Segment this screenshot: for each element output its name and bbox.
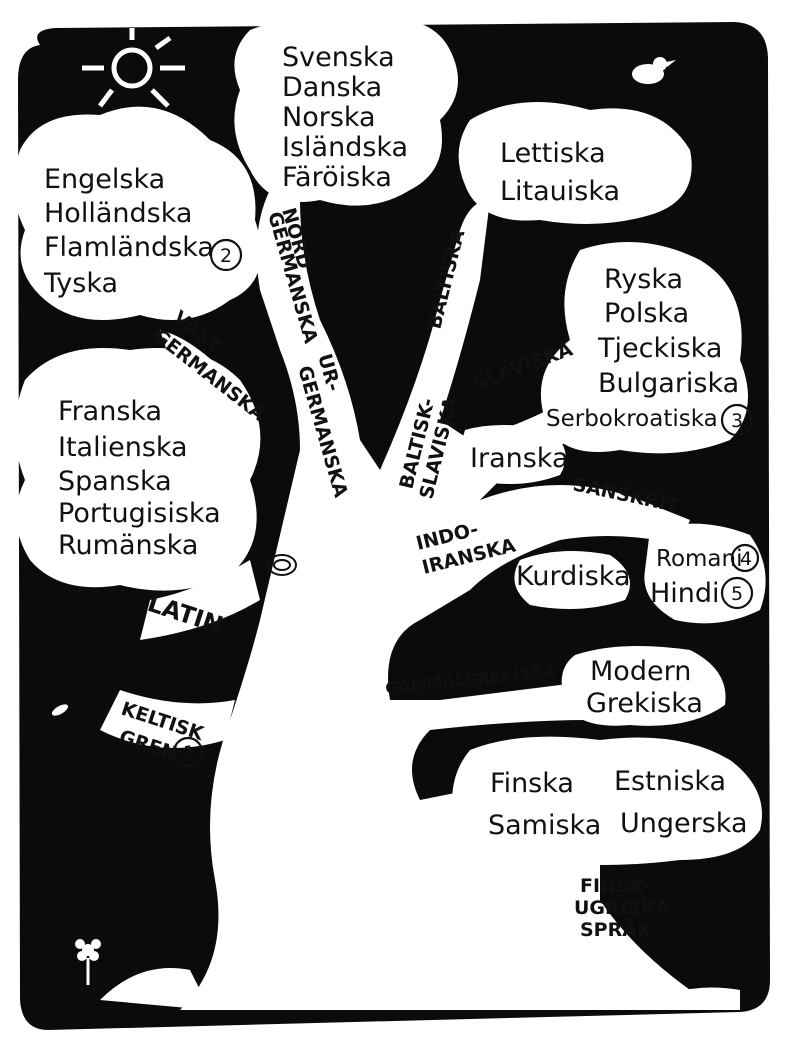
note-circle-5 [720,576,754,610]
lang-bulgariska: Bulgariska [598,368,739,399]
note-number-1: 1 [183,742,195,764]
note-circle-2 [209,238,243,272]
lang-franska: Franska [58,396,162,427]
lang-estniska: Estniska [614,766,726,797]
lang-samiska: Samiska [488,810,601,841]
lang-finska: Finska [490,768,574,799]
lang-danska: Danska [282,72,382,103]
lang-flamlandska: Flamländska [44,232,214,263]
lang-polska: Polska [604,298,689,329]
bird-icon [632,57,676,84]
lang-portugisiska: Portugisiska [58,498,221,529]
lang-hindi: Hindi [650,578,720,609]
note-number-5: 5 [731,583,743,605]
lang-modern: Modern [590,656,691,687]
lang-romani: Romani [656,546,743,572]
lang-engelska: Engelska [44,164,165,195]
lang-spanska: Spanska [58,466,172,497]
lang-litauiska: Litauiska [500,176,620,207]
lang-hollandska: Holländska [44,198,192,229]
lang-italienska: Italienska [58,432,188,463]
lang-tyska: Tyska [43,268,118,299]
note-number-4: 4 [740,548,752,570]
lang-svenska: Svenska [282,42,395,73]
branch-ugriska: UGRISKA [574,897,670,919]
cloud-shapes [13,16,766,865]
lang-serbokroatiska: Serbokroatiska [546,406,718,432]
branch-finsk: FINSK- [580,875,651,897]
lang-rumanska: Rumänska [58,530,198,561]
note-circle-3 [720,403,754,437]
lang-ryska: Ryska [604,264,683,295]
lang-iranska: Iranska [470,443,569,474]
flower-icon [75,939,101,985]
note-number-3: 3 [731,410,743,432]
note-circle-4 [730,543,760,573]
lang-norska: Norska [282,102,376,133]
sun-icon [82,28,185,108]
lang-grekiska: Grekiska [586,688,703,719]
leaf-icon [51,704,69,716]
lang-ungerska: Ungerska [620,808,748,839]
lang-kurdiska: Kurdiska [516,561,631,592]
note-number-2: 2 [220,245,232,267]
branch-sprak: SPRÅK [580,917,653,941]
knot-icon [267,554,297,576]
lang-lettiska: Lettiska [500,138,606,169]
lang-islandska: Isländska [282,132,408,163]
lang-tjeckiska: Tjeckiska [597,333,722,364]
lang-faroiska: Färöiska [282,162,392,193]
note-circle-1 [172,736,204,768]
